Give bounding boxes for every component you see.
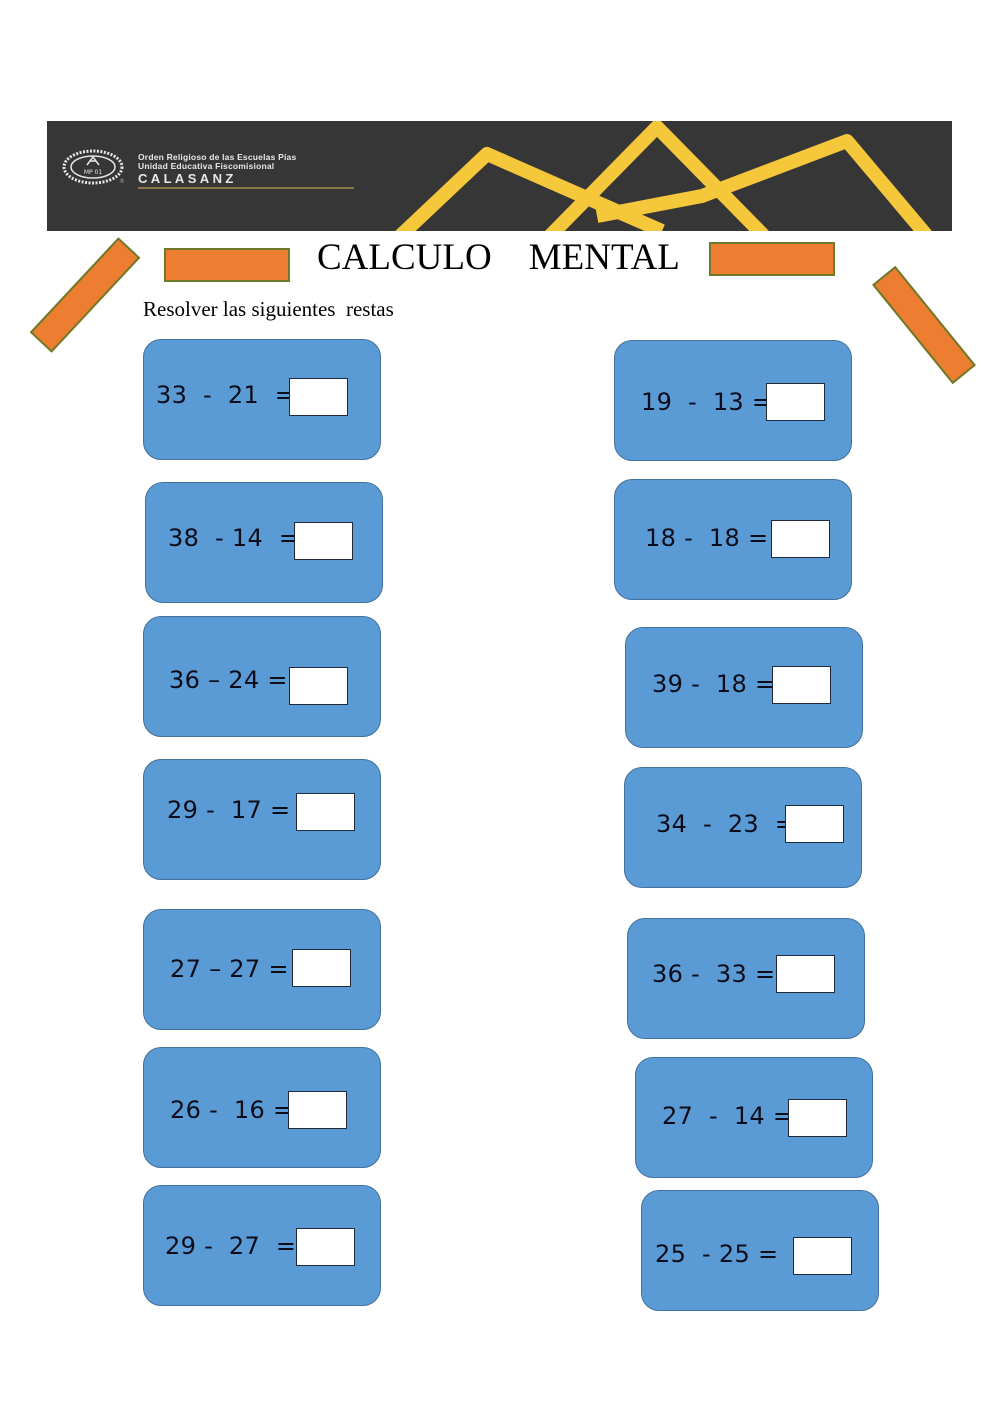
answer-box[interactable] xyxy=(772,666,831,704)
answer-box[interactable] xyxy=(785,805,844,843)
subtraction-expression: 29 - 27 = xyxy=(165,1232,297,1260)
answer-box[interactable] xyxy=(776,955,835,993)
subtraction-card: 36 – 24 = xyxy=(143,616,381,737)
subtraction-card: 27 - 14 = xyxy=(635,1057,873,1178)
school-name-underline xyxy=(138,187,354,189)
subtraction-expression: 33 - 21 = xyxy=(156,381,296,409)
school-header-banner: MP 01 ® Orden Religioso de las Escuelas … xyxy=(47,121,952,231)
mountain-logo-icon xyxy=(395,121,932,231)
answer-box[interactable] xyxy=(793,1237,852,1275)
subtraction-expression: 27 – 27 = xyxy=(170,955,289,983)
page-title: CALCULO MENTAL xyxy=(317,237,680,278)
answer-box[interactable] xyxy=(296,1228,355,1266)
instructions: Resolver las siguientes restas xyxy=(143,297,394,321)
school-emblem-icon: MP 01 xyxy=(62,149,124,185)
subtraction-card: 39 - 18 = xyxy=(625,627,863,748)
answer-box[interactable] xyxy=(292,949,351,987)
subtraction-card: 29 - 17 = xyxy=(143,759,381,880)
subtraction-card: 19 - 13 = xyxy=(614,340,852,461)
subtraction-expression: 36 – 24 = xyxy=(169,666,288,694)
subtraction-card: 33 - 21 = xyxy=(143,339,381,460)
answer-box[interactable] xyxy=(788,1099,847,1137)
school-name: CALASANZ xyxy=(138,171,237,186)
subtraction-expression: 19 - 13 = xyxy=(641,388,773,416)
subtraction-expression: 34 - 23 = xyxy=(656,810,796,838)
subtraction-expression: 18 - 18 = xyxy=(645,524,769,552)
school-order-line: Orden Religioso de las Escuelas Pías xyxy=(138,152,297,162)
subtraction-card: 36 - 33 = xyxy=(627,918,865,1039)
decor-bar-left xyxy=(164,248,290,282)
subtraction-expression: 27 - 14 = xyxy=(662,1102,794,1130)
registered-mark: ® xyxy=(119,178,125,185)
subtraction-card: 18 - 18 = xyxy=(614,479,852,600)
subtraction-card: 27 – 27 = xyxy=(143,909,381,1030)
subtraction-expression: 36 - 33 = xyxy=(652,960,776,988)
subtraction-card: 29 - 27 = xyxy=(143,1185,381,1306)
answer-box[interactable] xyxy=(296,793,355,831)
subtraction-card: 38 - 14 = xyxy=(145,482,383,603)
svg-text:MP 01: MP 01 xyxy=(84,169,103,176)
subtraction-card: 25 - 25 = xyxy=(641,1190,879,1311)
answer-box[interactable] xyxy=(288,1091,347,1129)
subtraction-expression: 38 - 14 = xyxy=(168,524,300,552)
subtraction-expression: 29 - 17 = xyxy=(167,796,291,824)
subtraction-card: 34 - 23 = xyxy=(624,767,862,888)
answer-box[interactable] xyxy=(289,378,348,416)
answer-box[interactable] xyxy=(771,520,830,558)
answer-box[interactable] xyxy=(289,667,348,705)
school-type-line: Unidad Educativa Fiscomisional xyxy=(138,161,275,171)
subtraction-card: 26 - 16 = xyxy=(143,1047,381,1168)
answer-box[interactable] xyxy=(294,522,353,560)
subtraction-expression: 26 - 16 = xyxy=(170,1096,294,1124)
decor-bar-right-tilted xyxy=(872,265,976,385)
subtraction-expression: 39 - 18 = xyxy=(652,670,776,698)
subtraction-expression: 25 - 25 = xyxy=(655,1240,779,1268)
school-name-block: Orden Religioso de las Escuelas Pías Uni… xyxy=(138,153,354,189)
decor-bar-left-tilted xyxy=(29,237,141,353)
answer-box[interactable] xyxy=(766,383,825,421)
decor-bar-right xyxy=(709,242,835,276)
